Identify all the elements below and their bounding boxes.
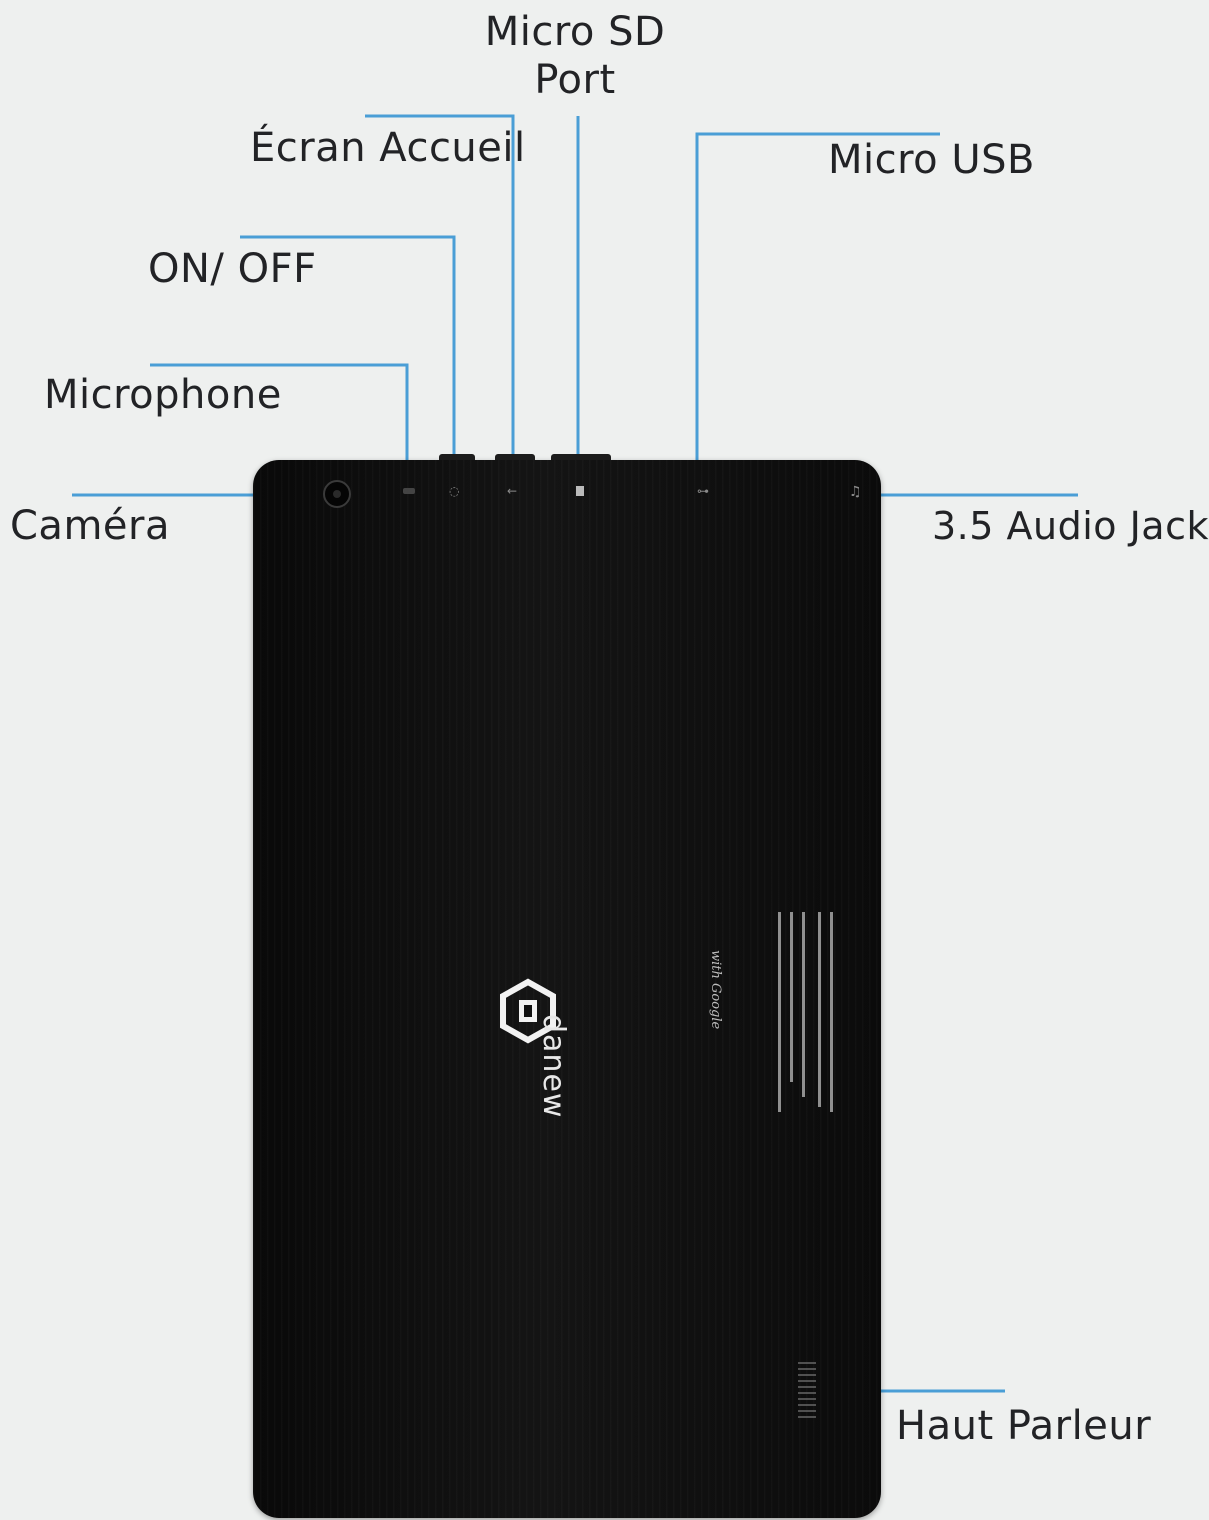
ecran-accueil-label: Écran Accueil bbox=[250, 125, 526, 171]
power-button bbox=[439, 454, 475, 460]
micro-usb-label: Micro USB bbox=[828, 137, 1035, 183]
microphone-hole bbox=[403, 488, 415, 494]
headphone-icon: ♫ bbox=[849, 484, 862, 500]
on-off-label: ON/ OFF bbox=[148, 246, 317, 292]
camera-label: Caméra bbox=[10, 503, 170, 549]
home-icon: ← bbox=[507, 484, 518, 498]
speaker-grille bbox=[798, 1358, 816, 1418]
danew-logo-icon bbox=[500, 978, 556, 1044]
micro-sd-label: Micro SD Port bbox=[480, 8, 670, 104]
leader-microphone bbox=[150, 363, 409, 462]
tablet-back: ◌ ← ⊶ ♫ danew with Google bbox=[253, 454, 881, 1518]
brand-wordmark: danew bbox=[536, 1014, 571, 1119]
sd-card-icon bbox=[576, 486, 584, 496]
micro-sd-label-line1: Micro SD bbox=[484, 9, 666, 55]
haut-parleur-label: Haut Parleur bbox=[896, 1403, 1152, 1449]
leader-ecran-accueil bbox=[365, 114, 515, 462]
regulatory-markings bbox=[778, 912, 844, 1112]
audio-jack-label: 3.5 Audio Jack bbox=[932, 504, 1209, 548]
camera-lens bbox=[323, 480, 351, 508]
power-icon: ◌ bbox=[449, 484, 460, 498]
usb-icon: ⊶ bbox=[697, 484, 709, 498]
microphone-label: Microphone bbox=[44, 372, 282, 418]
google-wordmark: with Google bbox=[708, 950, 723, 1030]
leader-micro-usb bbox=[695, 132, 940, 462]
leader-on-off bbox=[240, 235, 456, 462]
micro-sd-slot bbox=[551, 454, 611, 460]
home-button bbox=[495, 454, 535, 460]
micro-sd-label-line2: Port bbox=[534, 57, 616, 103]
